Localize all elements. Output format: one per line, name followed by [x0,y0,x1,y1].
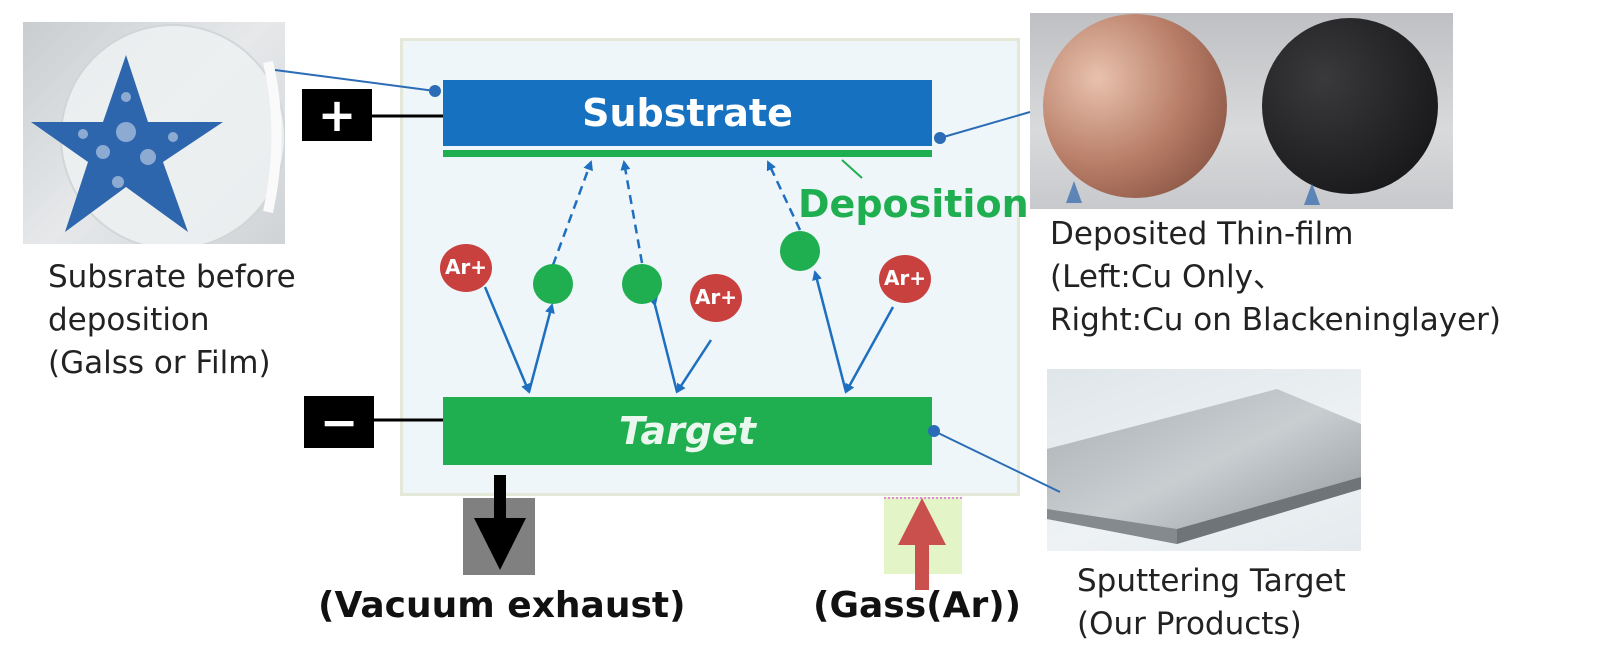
exhaust-arrow [474,475,526,570]
sputtering-target-photo [1047,369,1361,551]
sputtered-atoms [533,231,820,304]
caption-line: (Left:Cu Only、 [1050,259,1285,295]
sputtering-target-caption: Sputtering Target (Our Products) [1077,560,1346,646]
copper-and-black-discs-image [1043,14,1438,205]
ion [690,274,742,322]
gas-inlet-arrow [898,498,946,590]
ion-and-atom-paths [483,270,895,394]
caption-line: deposition [48,302,210,338]
metal-plate-image [1047,389,1361,544]
callout-substrate-before [274,69,441,97]
substrate-block: Substrate [443,80,932,146]
negative-terminal: − [304,396,374,448]
ion [440,244,492,292]
deposition-label: Deposition [798,182,1029,226]
caption-line: (Our Products) [1077,606,1302,642]
deposited-layer [443,150,932,157]
caption-line: (Galss or Film) [48,345,271,381]
atom [622,264,662,304]
caption-line: Deposited Thin-film [1050,216,1354,252]
deposited-film-photo [1030,13,1453,209]
target-block: Target [443,397,932,465]
caption-line: Right:Cu on Blackeninglayer) [1050,302,1501,338]
deposited-film-caption: Deposited Thin-film (Left:Cu Only、 Right… [1050,213,1501,342]
atom [780,231,820,271]
ion-label: Ar+ [694,285,738,309]
ion [879,255,931,303]
sputtered-atom-paths [551,160,802,266]
ion-label: Ar+ [444,255,488,279]
atom [533,264,573,304]
glass-disc-star-image [31,24,286,250]
caption-line: Subsrate before [48,259,296,295]
substrate-before-photo [23,22,286,250]
callout-target [928,425,1061,493]
gas-inlet-label: (Gass(Ar)) [813,585,1022,626]
ion-label: Ar+ [883,266,927,290]
argon-ions [440,244,931,322]
callout-deposited-film [934,111,1031,144]
substrate-before-caption: Subsrate before deposition (Galss or Fil… [48,256,296,385]
vacuum-exhaust-label: (Vacuum exhaust) [318,585,686,626]
positive-terminal: + [302,89,372,141]
deposition-pointer [841,159,863,179]
caption-line: Sputtering Target [1077,563,1346,599]
